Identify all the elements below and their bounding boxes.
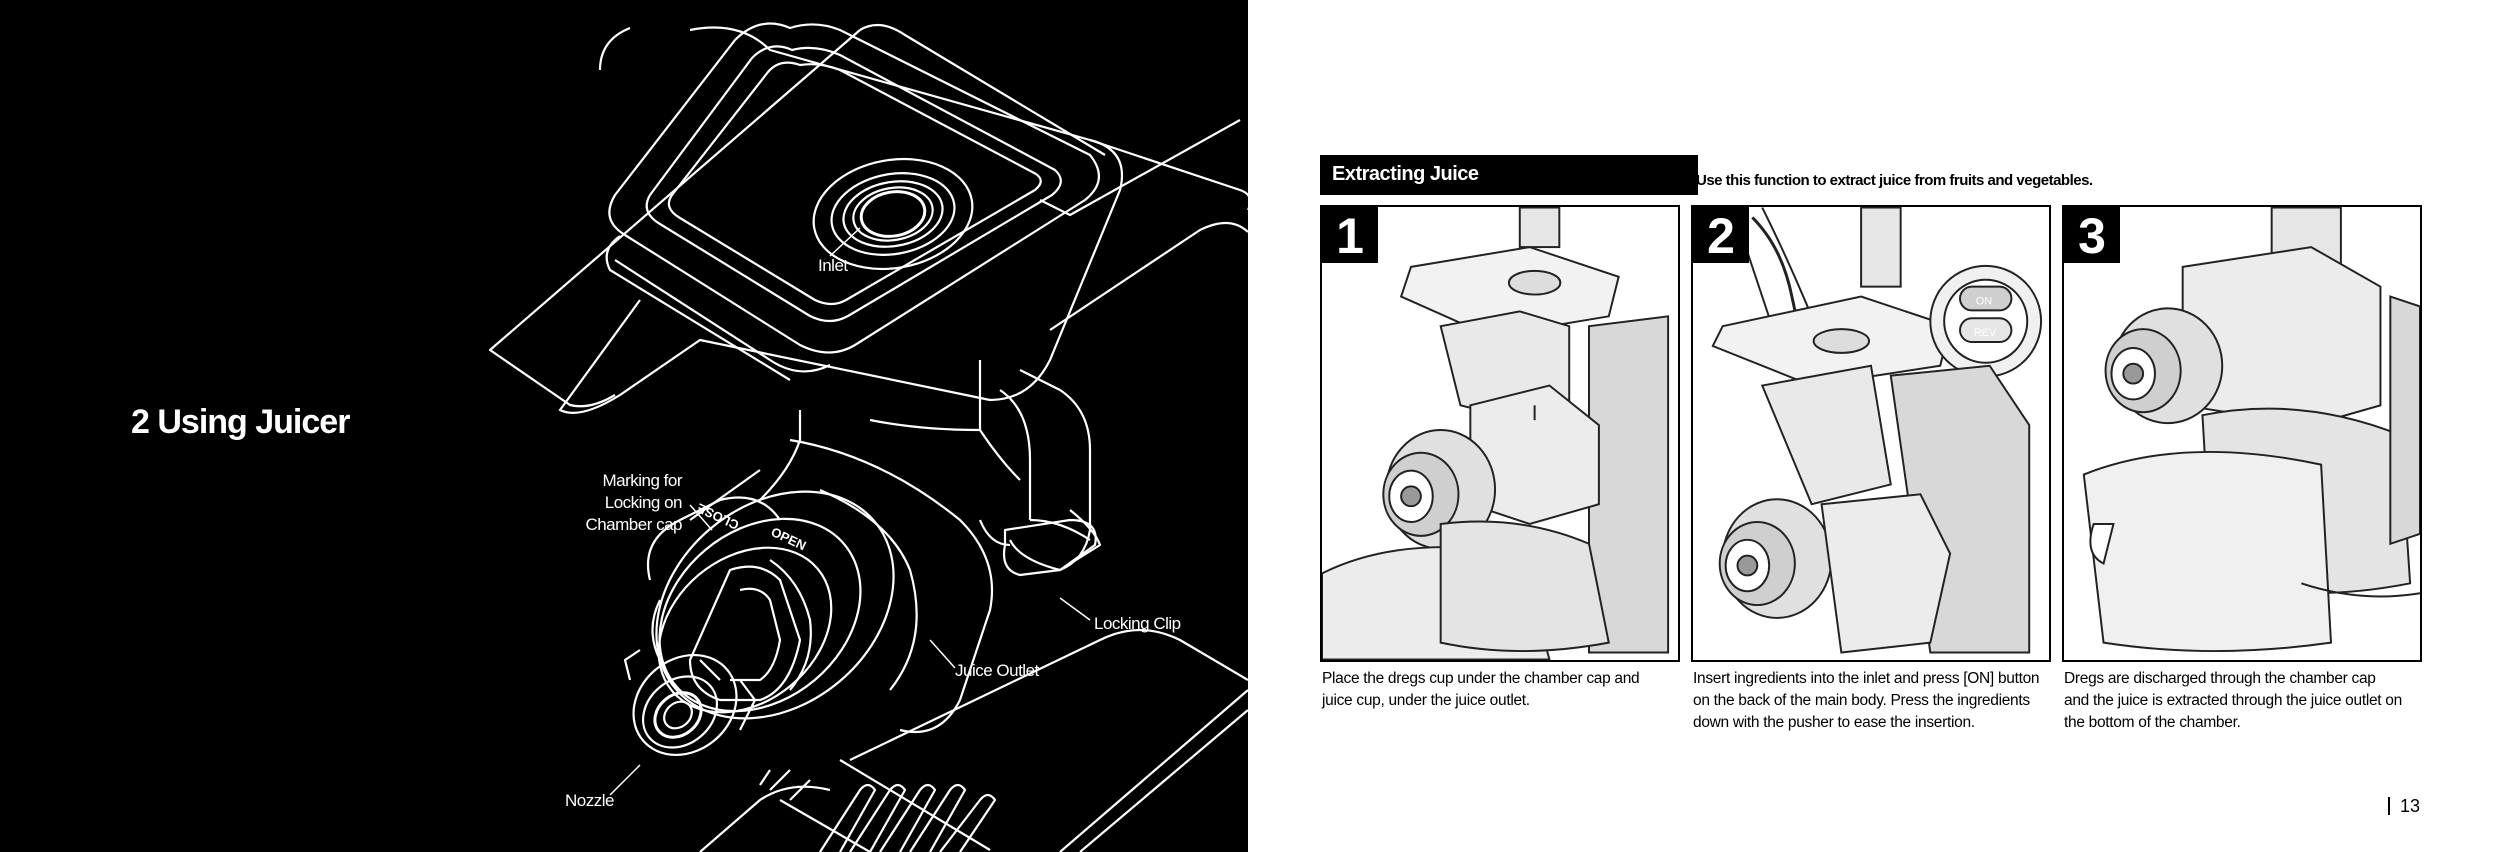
close-marking: CLOSE — [694, 500, 741, 533]
step-2-number: 2 — [1693, 207, 1749, 264]
step-1-text-line1: Place the dregs cup under the chamber ca… — [1322, 670, 1640, 687]
page-number: 13 — [2388, 796, 2420, 817]
callout-nozzle: Nozzle — [565, 791, 614, 810]
left-page: CLOSE OPEN 2 Using Juicer Inlet Marking … — [0, 0, 1248, 852]
page-number-value: 13 — [2400, 796, 2421, 816]
page-number-separator — [2388, 797, 2390, 815]
step-3-panel: 3 — [2062, 205, 2422, 662]
step-2-text-line2: on the back of the main body. Press the … — [1693, 692, 2030, 709]
step-3-text-line1: Dregs are discharged through the chamber… — [2064, 670, 2376, 687]
callout-marking-line2: Locking on — [604, 493, 683, 512]
section-header: Extracting Juice — [1320, 155, 1698, 195]
step-2-illustration: ON REV — [1711, 207, 2043, 654]
callout-locking-clip: Locking Clip — [1094, 614, 1181, 633]
callout-marking-line1: Marking for — [602, 471, 682, 490]
step-3-illustration — [2082, 207, 2420, 653]
step-1-illustration — [1322, 207, 1670, 660]
step-2-text-line1: Insert ingredients into the inlet and pr… — [1693, 670, 2040, 687]
step-1-panel: 1 — [1320, 205, 1680, 662]
step-3-text: Dregs are discharged through the chamber… — [2064, 668, 2434, 734]
rev-button-label: REV — [1974, 327, 1997, 339]
step-2-text-line3: down with the pusher to ease the inserti… — [1693, 714, 1975, 731]
callout-marking: Marking for Locking on Chamber cap — [560, 470, 682, 536]
callout-juice-outlet: Juice Outlet — [955, 661, 1039, 680]
step-1-text-line2: juice cup, under the juice outlet. — [1322, 692, 1530, 709]
step-3-text-line3: the bottom of the chamber. — [2064, 714, 2241, 731]
on-button-label: ON — [1976, 295, 1992, 307]
section-description: Use this function to extract juice from … — [1696, 172, 2093, 189]
step-3-text-line2: and the juice is extracted through the j… — [2064, 692, 2402, 709]
right-page: Extracting Juice Use this function to ex… — [1248, 0, 2496, 852]
callout-marking-line3: Chamber cap — [585, 515, 682, 534]
step-2-panel: ON REV 2 — [1691, 205, 2051, 662]
callout-inlet: Inlet — [818, 256, 848, 275]
section-title: 2 Using Juicer — [131, 403, 350, 441]
juicer-outline-illustration: CLOSE OPEN — [488, 22, 1248, 852]
step-2-text: Insert ingredients into the inlet and pr… — [1693, 668, 2063, 734]
step-1-text: Place the dregs cup under the chamber ca… — [1322, 668, 1692, 712]
step-1-number: 1 — [1322, 207, 1378, 264]
step-3-number: 3 — [2064, 207, 2120, 264]
